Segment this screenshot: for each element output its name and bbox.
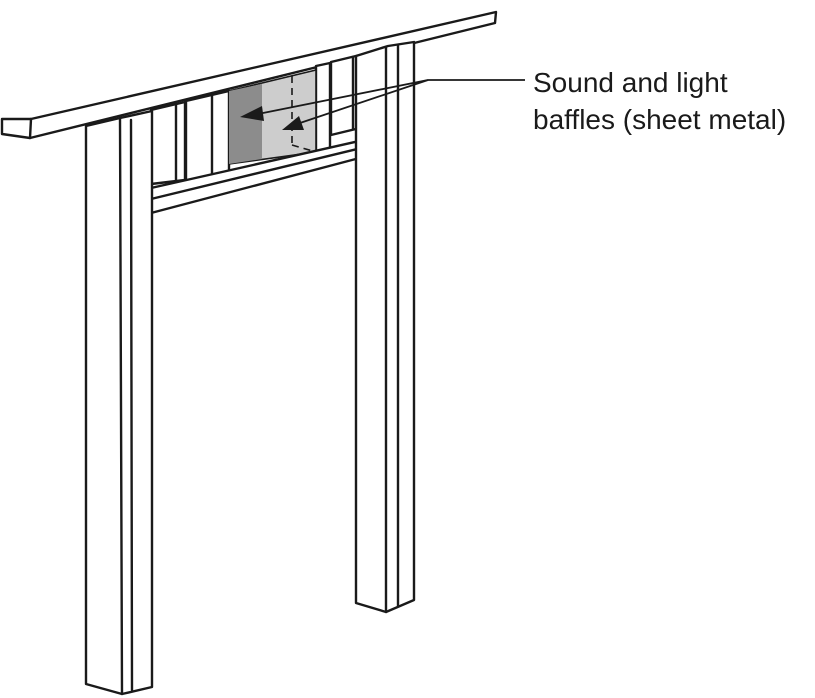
sheet-metal-baffles — [228, 68, 317, 165]
right-post — [354, 40, 416, 614]
callout-leader — [240, 79, 525, 130]
arrowhead-upper — [240, 106, 264, 121]
callout-label-line1: Sound and light — [533, 67, 728, 98]
left-post — [84, 109, 154, 696]
callout-label-line2: baffles (sheet metal) — [533, 104, 787, 135]
arrowhead-lower — [282, 116, 304, 130]
top-plate — [0, 10, 498, 140]
